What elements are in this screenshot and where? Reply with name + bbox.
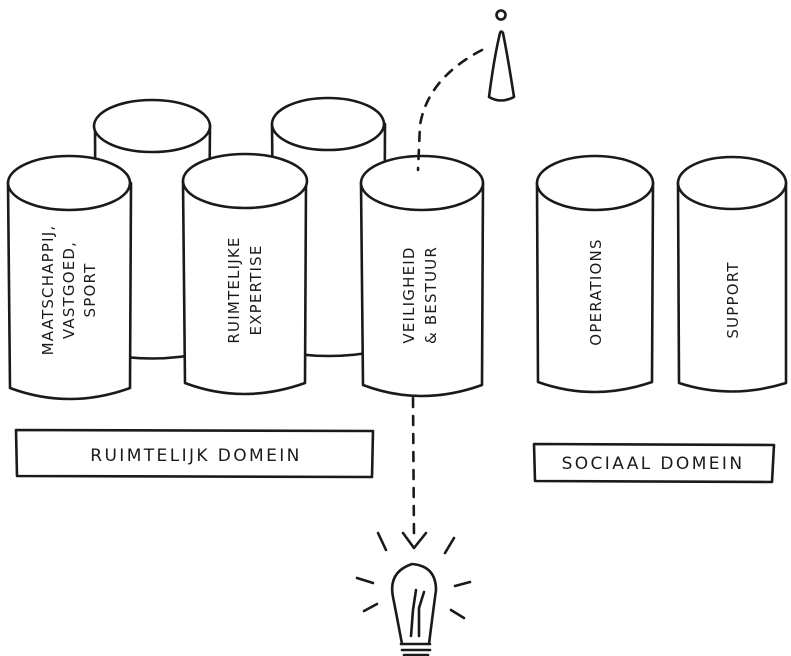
pillar-label-line: SPORT bbox=[81, 263, 99, 318]
dashed-link-top bbox=[416, 48, 484, 172]
cylinder-maatschappij: MAATSCHAPPIJ, VASTGOED, SPORT bbox=[6, 154, 133, 401]
domain-box-ruimtelijk: RUIMTELIJK DOMEIN bbox=[14, 428, 375, 479]
pillar-label-line: SUPPORT bbox=[724, 261, 742, 338]
pillar-label-line: VASTGOED, bbox=[60, 241, 78, 339]
dashed-link-bottom bbox=[411, 396, 416, 542]
pillar-label-line: & BESTUUR bbox=[422, 246, 440, 344]
pillar-label-line: EXPERTISE bbox=[247, 245, 265, 336]
domain-label-ruimtelijk: RUIMTELIJK DOMEIN bbox=[90, 446, 302, 466]
cylinder-veiligheid: VEILIGHEID & BESTUUR bbox=[359, 154, 485, 398]
arrow-head bbox=[401, 531, 428, 550]
pillar-label-line: RUIMTELIJKE bbox=[225, 236, 243, 343]
cylinder-support: SUPPORT bbox=[676, 155, 788, 393]
lightbulb-icon bbox=[355, 531, 472, 656]
pillar-label-line: MAATSCHAPPIJ, bbox=[39, 225, 57, 356]
pillar-label-line: VEILIGHEID bbox=[400, 246, 418, 343]
domain-label-sociaal: SOCIAAL DOMEIN bbox=[562, 454, 745, 474]
cylinder-ruimtelijke: RUIMTELIJKE EXPERTISE bbox=[181, 152, 309, 396]
cylinder-operations: OPERATIONS bbox=[535, 154, 655, 394]
pillar-label-line: OPERATIONS bbox=[587, 238, 605, 345]
domain-box-sociaal: SOCIAAL DOMEIN bbox=[532, 442, 776, 484]
person-icon bbox=[487, 9, 516, 102]
